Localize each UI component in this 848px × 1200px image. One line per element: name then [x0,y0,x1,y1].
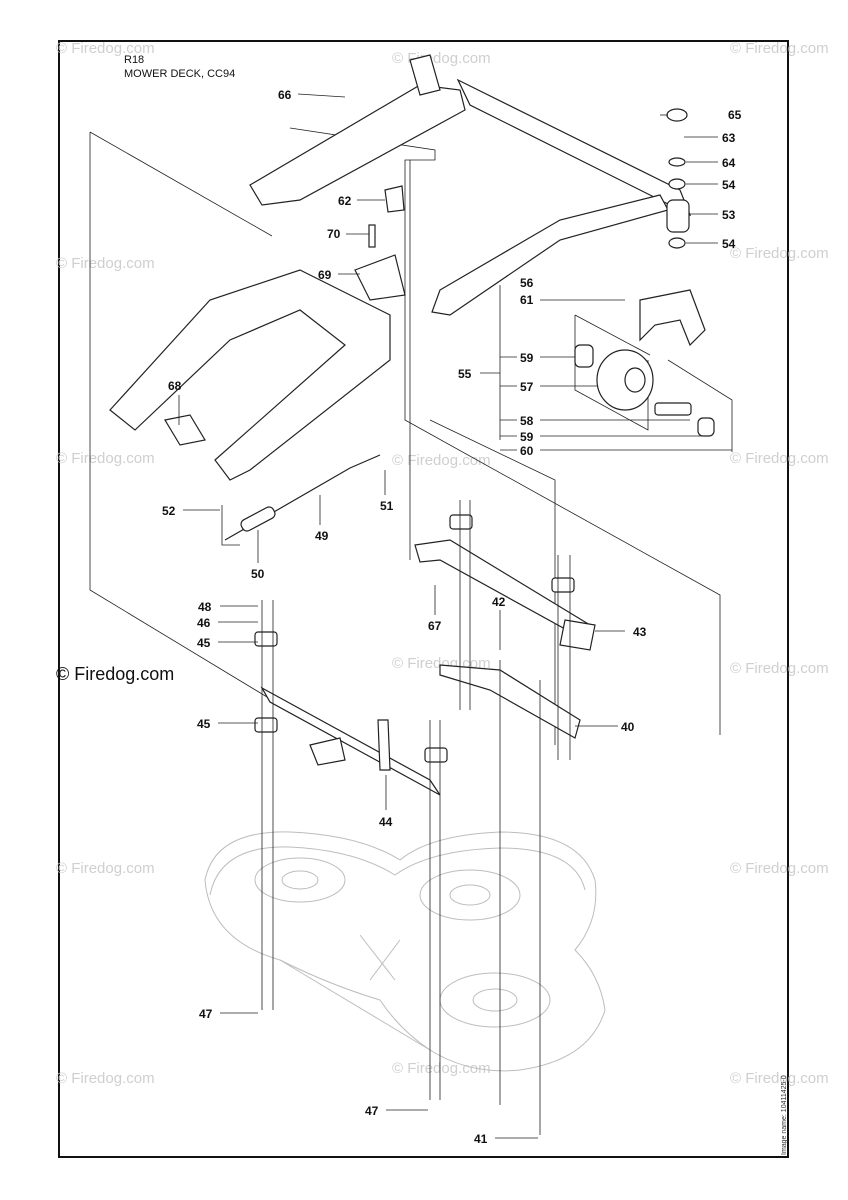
part-label: 40 [621,720,635,734]
part-label: 50 [251,567,265,581]
assembly-outlines [89,127,733,745]
part-label: 42 [492,595,506,609]
watermark: © Firedog.com [56,255,155,272]
part-label: 53 [722,208,736,222]
deck-frame [109,269,391,481]
watermark: © Firedog.com [392,452,491,469]
leader-lines [178,93,732,1139]
watermark: © Firedog.com [730,860,829,877]
watermark: © Firedog.com [56,1070,155,1087]
part-label: 46 [197,616,211,630]
front-pivot-assembly [254,514,596,796]
part-label: 63 [722,131,736,145]
part-label: 67 [428,619,442,633]
part-label: 65 [728,108,742,122]
part-label: 55 [458,367,472,381]
part-label: 57 [520,380,534,394]
wheel-assembly [574,108,715,437]
part-label: 60 [520,444,534,458]
watermark: © Firedog.com [730,450,829,467]
part-label: 56 [520,276,534,290]
mounting-bracket [354,185,406,301]
part-label: 68 [168,379,182,393]
part-label: 62 [338,194,352,208]
part-label: 61 [520,293,534,307]
upper-lift-arm [249,54,692,217]
part-label: 54 [722,178,736,192]
part-label: 54 [722,237,736,251]
drawing-frame [58,40,789,1158]
watermark: © Firedog.com [730,1070,829,1087]
mower-deck-outline [204,831,606,1072]
part-label: 43 [633,625,647,639]
part-label: 48 [198,600,212,614]
watermark: © Firedog.com [730,245,829,262]
part-label: 58 [520,414,534,428]
part-labels: 66 65 63 64 54 53 54 62 70 69 56 61 55 5… [162,88,742,1146]
watermark: © Firedog.com [730,40,829,57]
watermark: © Firedog.com [56,450,155,467]
watermark: © Firedog.com [392,1060,491,1077]
part-label: 52 [162,504,176,518]
part-label: 69 [318,268,332,282]
part-label: 47 [199,1007,213,1021]
watermark: © Firedog.com [56,860,155,877]
diagram-title: MOWER DECK, CC94 [124,68,236,80]
part-label: 41 [474,1132,488,1146]
part-label: 44 [379,815,393,829]
part-label: 45 [197,636,211,650]
part-label: 47 [365,1104,379,1118]
part-label: 49 [315,529,329,543]
part-label: 45 [197,717,211,731]
part-label: 64 [722,156,736,170]
watermark: © Firedog.com [56,40,155,57]
hanger-rods [261,500,571,1135]
firedog-watermark: © Firedog.com [56,664,175,684]
part-label: 59 [520,351,534,365]
part-label: 51 [380,499,394,513]
rear-lift-arm [431,194,669,316]
part-label: 70 [327,227,341,241]
part-label: 66 [278,88,292,102]
height-adjust-cable [221,454,381,546]
diagram-code: R18 [124,54,145,66]
watermark: © Firedog.com [730,660,829,677]
part-label: 59 [520,430,534,444]
